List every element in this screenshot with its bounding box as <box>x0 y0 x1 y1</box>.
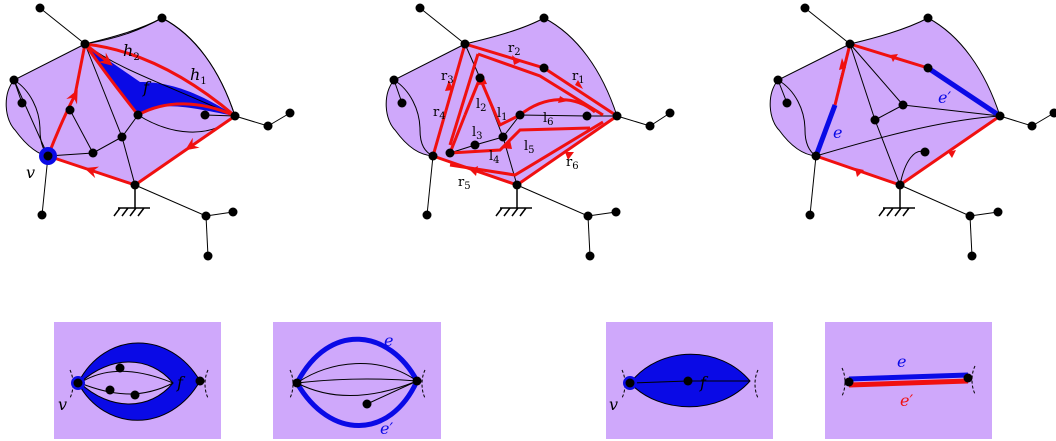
purple-face <box>385 17 618 186</box>
label-v: v <box>26 163 35 182</box>
b1-label-f: f <box>176 373 186 392</box>
blue-face-f <box>85 44 235 116</box>
label-r4: r4 <box>433 105 446 122</box>
edge-e-prime <box>926 65 1002 119</box>
panel-1-graph: h2 h1 f v <box>5 3 295 261</box>
panel-2-labels: r2 r1 r3 r4 l2 l1 l6 l3 l4 l5 r6 r5 <box>433 41 585 192</box>
label-r1: r1 <box>572 69 585 86</box>
label-r6: r6 <box>566 155 579 172</box>
b3-label-f: f <box>699 373 709 392</box>
label-h2: h2 <box>123 41 140 63</box>
bottom-panel-3: v f <box>606 322 773 439</box>
label-l6: l6 <box>543 111 554 128</box>
label-l4: l4 <box>489 149 500 166</box>
label-e: e <box>833 123 842 142</box>
root-symbol <box>113 185 150 217</box>
label-l1: l1 <box>497 106 508 123</box>
label-h1: h1 <box>190 65 207 87</box>
label-e-prime: e′ <box>938 88 951 107</box>
label-l3: l3 <box>472 125 483 142</box>
label-l2: l2 <box>476 97 487 114</box>
b3-label-v: v <box>609 395 618 414</box>
panel-2-graph: r2 r1 r3 r4 l2 l1 l6 l3 l4 l5 r6 r5 <box>385 3 675 261</box>
label-f: f <box>142 78 152 97</box>
purple-face <box>769 17 1001 186</box>
bottom-panel-1: v f <box>54 322 221 439</box>
b4-label-e: e <box>897 352 906 371</box>
label-r2: r2 <box>508 41 521 58</box>
bottom-panel-4: e e′ <box>825 322 992 439</box>
b2-label-e: e <box>384 331 393 350</box>
label-l5: l5 <box>524 139 535 156</box>
bottom-panel-2: e e′ <box>273 322 441 439</box>
edge-e <box>813 104 838 157</box>
b2-label-e-prime: e′ <box>380 419 393 438</box>
panel-3-graph: e e′ <box>769 3 1056 261</box>
b4-label-e-prime: e′ <box>900 391 913 410</box>
label-r5: r5 <box>458 175 471 192</box>
b1-label-v: v <box>58 395 67 414</box>
label-r3: r3 <box>441 69 454 86</box>
